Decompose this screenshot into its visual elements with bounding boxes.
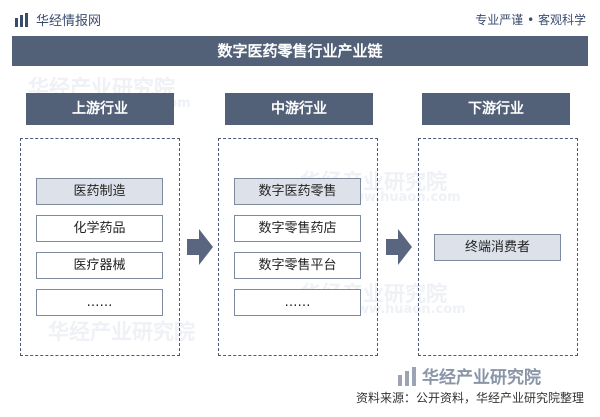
section-header-midstream: 中游行业 (225, 93, 373, 125)
midstream-item: 数字医药零售 (234, 178, 361, 205)
upstream-item: …… (36, 289, 163, 316)
brand: 华经情报网 (14, 10, 101, 29)
brand-name: 华经情报网 (36, 14, 102, 29)
logo-icon (15, 12, 28, 27)
midstream-item: 数字零售平台 (234, 252, 361, 279)
section-header-upstream: 上游行业 (26, 93, 174, 125)
footer-logo-text: 华经产业研究院 (422, 368, 541, 388)
arrow-right-icon (187, 229, 213, 265)
section-header-downstream: 下游行业 (422, 93, 570, 125)
midstream-item: …… (234, 289, 361, 316)
upstream-item: 医疗器械 (36, 252, 163, 279)
upstream-item: 医药制造 (36, 178, 163, 205)
upstream-item: 化学药品 (36, 215, 163, 242)
arrow-right-icon (386, 229, 412, 265)
page-title: 数字医药零售行业产业链 (217, 42, 383, 60)
top-bar: 华经情报网 专业严谨 • 客观科学 (0, 0, 600, 36)
title-band: 数字医药零售行业产业链 (12, 36, 588, 66)
footer-logo: 华经产业研究院 (396, 363, 541, 388)
midstream-box (218, 138, 378, 356)
downstream-item: 终端消费者 (434, 234, 561, 261)
source-note: 资料来源：公开资料，华经产业研究院整理 (355, 391, 584, 405)
logo-icon (398, 366, 416, 386)
midstream-item: 数字零售药店 (234, 215, 361, 242)
upstream-box (20, 138, 180, 356)
slogan: 专业严谨 • 客观科学 (475, 13, 586, 27)
downstream-box (418, 138, 578, 356)
